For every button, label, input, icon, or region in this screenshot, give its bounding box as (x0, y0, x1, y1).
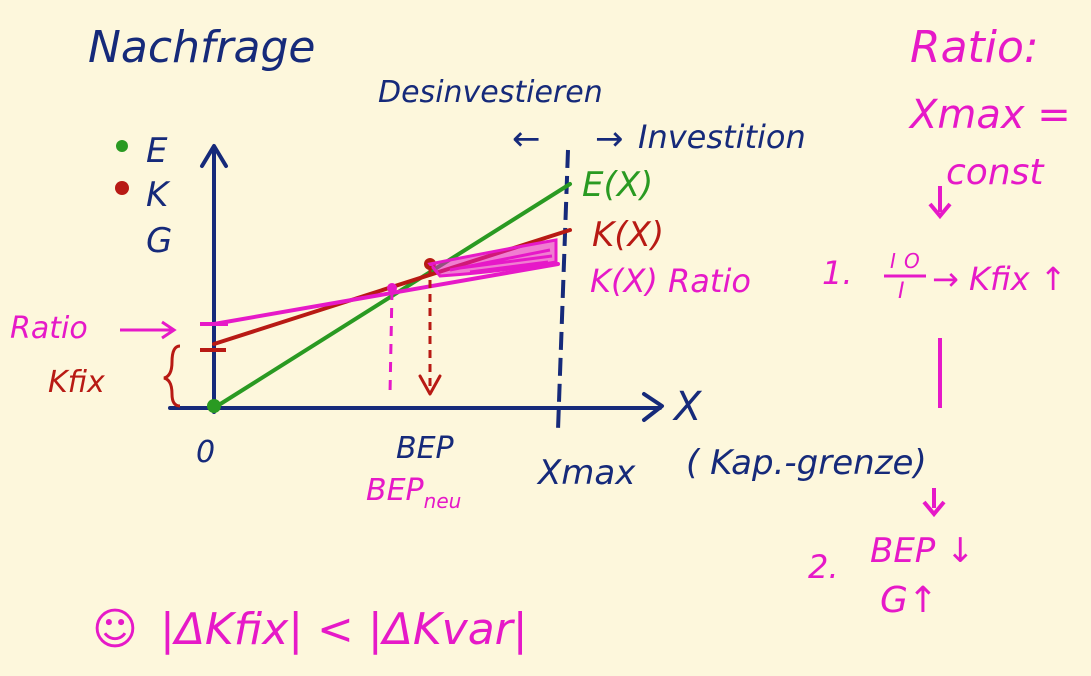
legend-k-label: K (146, 175, 171, 215)
top-label: Desinvestieren (378, 75, 603, 110)
investment-io-icon: I O I (884, 249, 926, 304)
hatch-strokes (449, 248, 553, 274)
bep-new-drop-line (388, 289, 394, 395)
origin-label: 0 (196, 435, 215, 470)
x-axis-label: X (672, 384, 703, 430)
svg-text:I: I (890, 249, 896, 273)
revenue-curve-label: E(X) (582, 165, 653, 205)
ratio-heading: Ratio: (910, 22, 1039, 73)
ratio-pointer-icon (161, 320, 177, 340)
step-1-text: → Kfix ↑ (932, 260, 1067, 298)
legend-g-label: G (146, 221, 172, 261)
xmax-line (556, 149, 570, 431)
const-label: const (946, 152, 1045, 193)
bep-arrow-icon (418, 374, 442, 396)
bep-label: BEP (396, 431, 455, 466)
title: Nachfrage (88, 22, 316, 73)
ratio-left-label: Ratio (10, 311, 88, 346)
xmax-label: Xmax (536, 453, 636, 493)
step-2-number: 2. (808, 548, 839, 586)
step-2-bep: BEP ↓ (870, 531, 975, 571)
x-axis-arrow-icon (642, 392, 664, 422)
cost-curve-label: K(X) (592, 215, 664, 255)
kfix-left-label: Kfix (48, 365, 105, 400)
investition-label: Investition (638, 118, 806, 156)
cost-ratio-curve-label: K(X) Ratio (590, 262, 751, 300)
down-arrow-2-icon (922, 500, 946, 518)
bep-new-dot (387, 283, 397, 293)
left-arrow: ← (512, 119, 541, 159)
y-axis-arrow-icon (200, 144, 228, 168)
right-arrow: → (595, 119, 624, 159)
origin-dot (207, 399, 221, 413)
svg-text:I: I (898, 279, 905, 304)
legend-e-dot (116, 140, 128, 152)
capacity-note: ( Kap.-grenze) (686, 443, 927, 483)
step-1-number: 1. (822, 254, 853, 292)
bep-new-label: BEPneu (366, 473, 461, 513)
xmax-equals: Xmax = (908, 92, 1071, 138)
legend-k-dot (115, 181, 129, 195)
bottom-formula: |ΔKfix| < |ΔKvar| (160, 604, 528, 655)
kfix-brace (163, 344, 181, 408)
cost-ratio-line (212, 262, 560, 326)
smiley-icon: ☺ (92, 604, 138, 655)
down-arrow-1-icon (928, 202, 952, 220)
step-2-profit: G↑ (880, 580, 938, 621)
svg-text:O: O (904, 249, 920, 273)
legend-e-label: E (146, 131, 168, 171)
